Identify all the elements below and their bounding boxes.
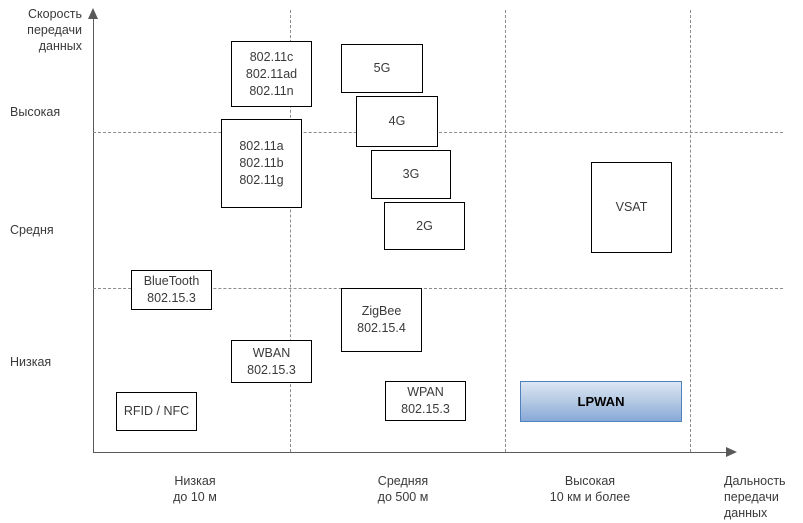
y-axis-tick-label-1: Средня: [10, 223, 54, 237]
x-axis-tick-label-0: Низкая до 10 м: [173, 474, 217, 504]
gridline-vertical-2: [690, 10, 691, 452]
gridline-vertical-1: [505, 10, 506, 452]
gridline-horizontal-0: [93, 132, 783, 133]
node-bluetooth[interactable]: BlueTooth 802.15.3: [131, 270, 212, 310]
node-cellular-4g[interactable]: 4G: [356, 96, 438, 147]
node-cellular-3g[interactable]: 3G: [371, 150, 451, 199]
x-axis-arrow-icon: [726, 447, 737, 457]
node-wifi-legacy[interactable]: 802.11a 802.11b 802.11g: [221, 119, 302, 208]
node-lpwan[interactable]: LPWAN: [520, 381, 682, 422]
x-axis-title: Дальность передачи данных: [724, 474, 786, 520]
x-axis-tick-label-1: Средняя до 500 м: [377, 474, 429, 504]
y-axis-arrow-icon: [88, 8, 98, 19]
node-cellular-5g[interactable]: 5G: [341, 44, 423, 93]
node-rfid-nfc[interactable]: RFID / NFC: [116, 392, 197, 431]
node-wban[interactable]: WBAN 802.15.3: [231, 340, 312, 383]
gridline-vertical-0: [290, 10, 291, 452]
y-axis-tick-label-2: Низкая: [10, 355, 52, 369]
node-wifi-high[interactable]: 802.11c 802.11ad 802.11n: [231, 41, 312, 107]
node-vsat[interactable]: VSAT: [591, 162, 672, 253]
gridline-horizontal-1: [93, 288, 783, 289]
x-axis-tick-label-2: Высокая 10 км и более: [549, 474, 631, 504]
y-axis-line: [93, 18, 94, 452]
x-axis-line: [93, 452, 728, 453]
y-axis-title: Скорость передачи данных: [27, 7, 82, 53]
y-axis-tick-label-0: Высокая: [10, 105, 61, 119]
node-zigbee[interactable]: ZigBee 802.15.4: [341, 288, 422, 352]
node-cellular-2g[interactable]: 2G: [384, 202, 465, 250]
node-wpan[interactable]: WPAN 802.15.3: [385, 381, 466, 421]
